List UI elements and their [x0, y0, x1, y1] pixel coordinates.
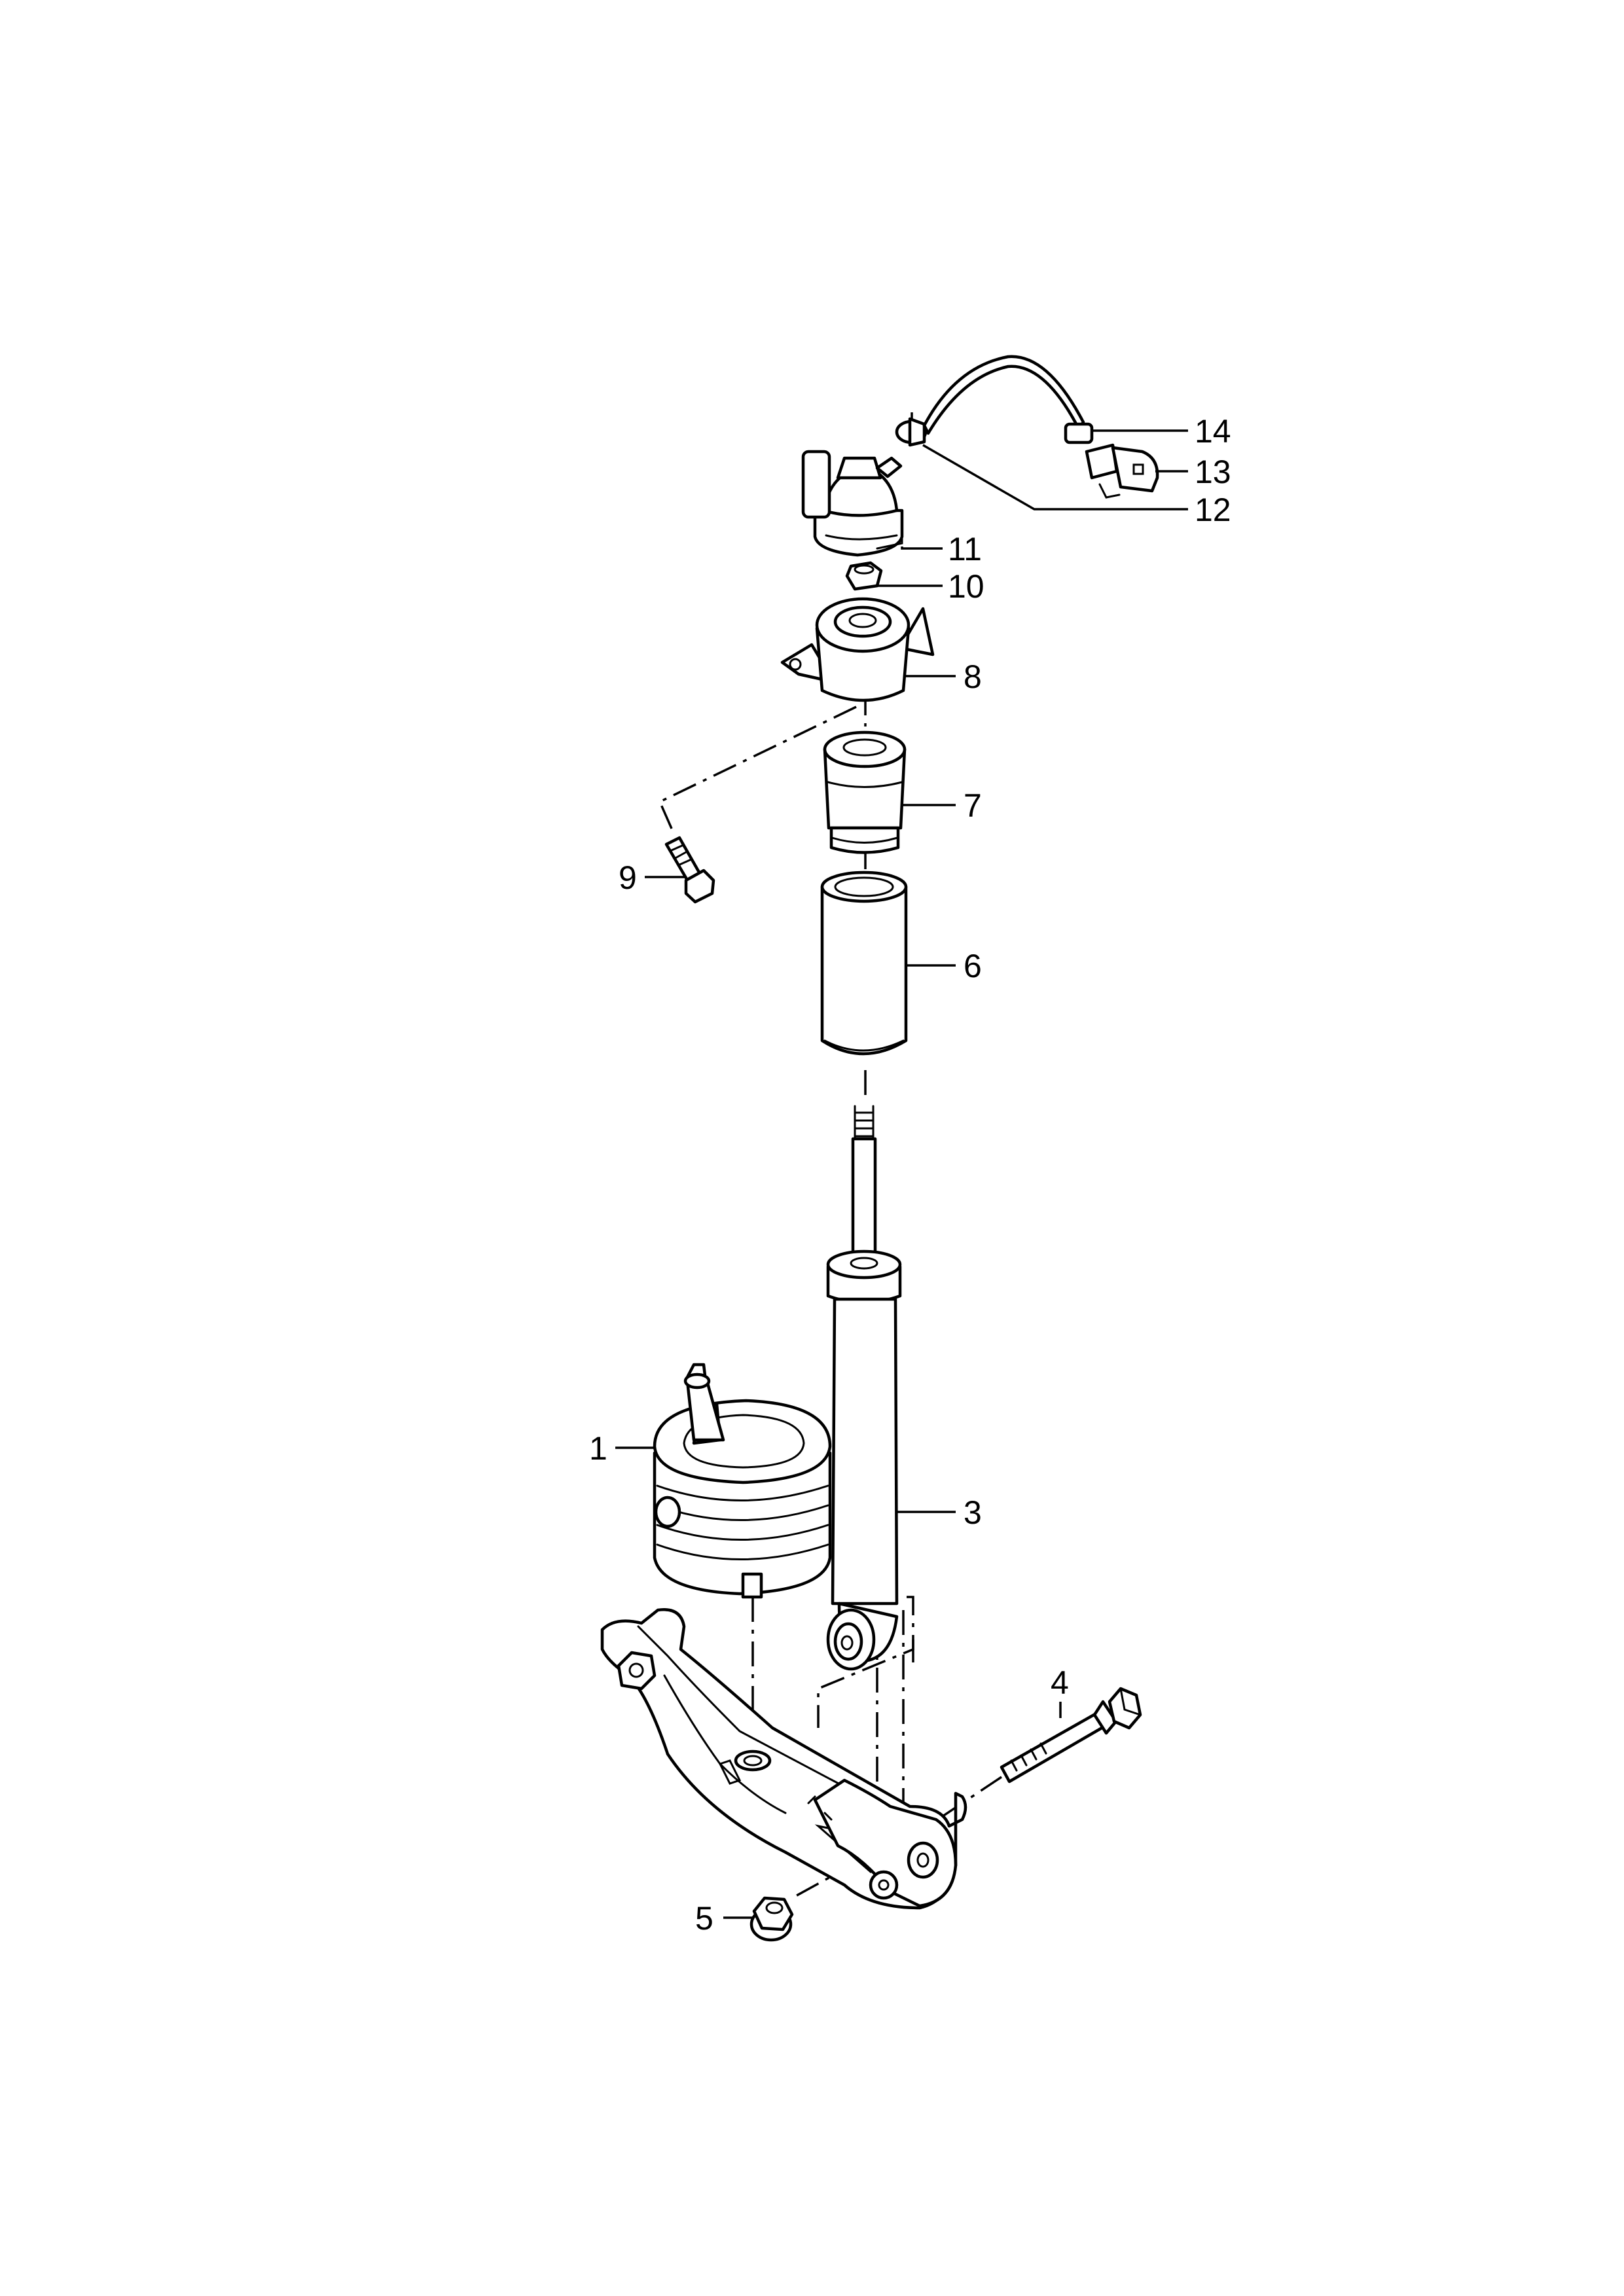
callout-10: 10 — [948, 568, 984, 605]
part-12-14-sensor-cable — [895, 355, 1159, 499]
callout-6: 6 — [964, 948, 982, 984]
part-11-top-cap — [801, 450, 904, 557]
callout-7: 7 — [964, 787, 982, 824]
part-5-flange-nut — [749, 1896, 794, 1942]
callout-12: 12 — [1195, 492, 1231, 528]
part-7-bump-stop — [823, 730, 907, 854]
callout-9: 9 — [619, 859, 637, 896]
part-1-air-spring — [653, 1363, 832, 1599]
part-9-bolt — [664, 836, 715, 904]
callout-14: 13 — [1195, 454, 1231, 490]
callout-4: 4 — [1051, 1664, 1069, 1701]
part-8-upper-mount — [780, 597, 935, 702]
part-3-shock-absorber — [826, 1105, 902, 1671]
callout-11: 11 — [948, 531, 982, 567]
part-10-nut — [845, 561, 883, 591]
callout-5: 5 — [695, 1900, 713, 1937]
leader-lines — [615, 429, 1188, 1919]
part-control-arm — [600, 1608, 967, 1910]
part-4-bolt — [1000, 1687, 1142, 1784]
callout-8: 8 — [964, 658, 982, 695]
part-6-dust-tube — [820, 870, 908, 1056]
callout-3: 3 — [964, 1494, 982, 1531]
callout-13: 14 — [1195, 413, 1231, 450]
callout-1: 1 — [589, 1430, 607, 1467]
callout-labels: 14 13 12 11 10 8 7 6 9 1 3 4 5 — [589, 413, 1231, 1937]
